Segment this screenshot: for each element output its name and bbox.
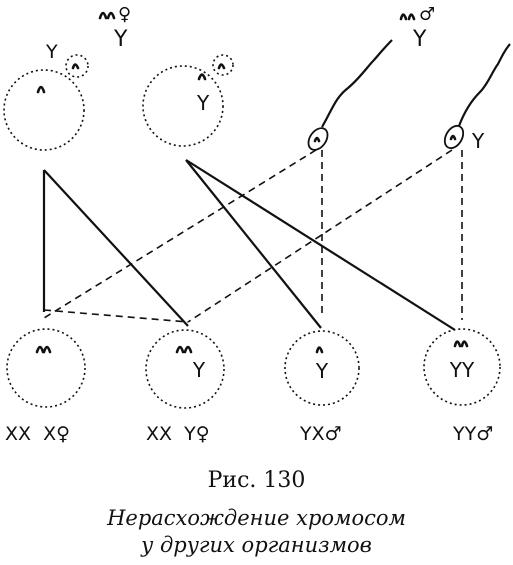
egg-2-chromosome-icon [197,73,207,81]
polar-body-2 [212,54,234,76]
offspring-1-chromosome-icon [35,345,52,354]
egg-1-y-label: Y [45,41,58,63]
offspring-2-circle [145,329,225,409]
offspring-2-chromosome-icon [175,345,193,354]
figure-title-line-2: у других организмов [141,533,372,557]
male-parent-y: Y [412,27,427,52]
female-chromosome-pair-icon [98,11,116,20]
line-egg1-to-offspring2 [43,169,189,327]
female-sex-symbol: ♀ [118,4,131,25]
egg-cell-1: Y [3,41,89,151]
offspring-2-label: XX Y♀ [146,423,210,445]
male-chromosome-pair-icon [399,13,416,21]
sperm-1-tail [321,39,393,128]
line-egg2-to-offspring4 [185,159,456,331]
sperm-1-chromosome-icon [313,136,321,143]
sperm-2-tail [457,43,511,127]
offspring-3-inner: Y [315,359,329,383]
sperm-cell-2: Y [443,43,511,153]
offspring-3: Y [284,330,360,406]
male-parent-label: ♂ Y [399,4,435,52]
sperm-cell-1 [307,39,393,151]
sperm-2-head [443,124,465,150]
offspring-4: YY [423,328,501,406]
egg-cell-2: Y [142,54,234,147]
line-egg2-to-offspring3 [185,159,322,329]
egg-2-y-label: Y [196,91,210,115]
figure-number: Рис. 130 [207,468,306,493]
spacer-line [43,309,189,323]
offspring-4-circle [423,328,501,406]
dash-sperm2-to-offspring2 [187,149,453,323]
offspring-3-circle [284,330,360,406]
polar-body-chromosome-icon [71,63,80,70]
egg-2-circle [142,65,224,147]
polar-body-1 [65,54,89,78]
offspring-1-circle [6,328,86,408]
figure-title-line-1: Нерасхождение хромосом [107,506,406,530]
polar-body-2-chromosome-icon [217,63,226,70]
male-sex-symbol: ♂ [419,4,435,25]
offspring-2-inner: Y [192,358,206,382]
offspring-1 [6,328,86,408]
egg-1-chromosome-icon [36,85,46,94]
offspring-3-label: YX♂ [299,423,342,445]
sperm-1-head [307,127,329,151]
offspring-1-label: XX X♀ [5,423,70,445]
offspring-4-inner: YY [449,358,475,382]
dash-sperm1-to-offspring1 [43,149,317,319]
egg-1-circle [3,69,85,151]
offspring-3-chromosome-icon [315,346,324,354]
offspring-4-label: YY♂ [452,423,493,445]
sperm-to-offspring-lines [43,149,463,323]
egg-to-offspring-lines [42,159,456,331]
sperm-2-y-label: Y [471,129,485,153]
offspring-4-chromosome-icon [453,340,469,348]
sperm-2-chromosome-icon [449,134,457,141]
female-parent-label: ♀ Y [98,4,131,52]
offspring-2: Y [145,329,225,409]
female-parent-y: Y [113,27,128,52]
